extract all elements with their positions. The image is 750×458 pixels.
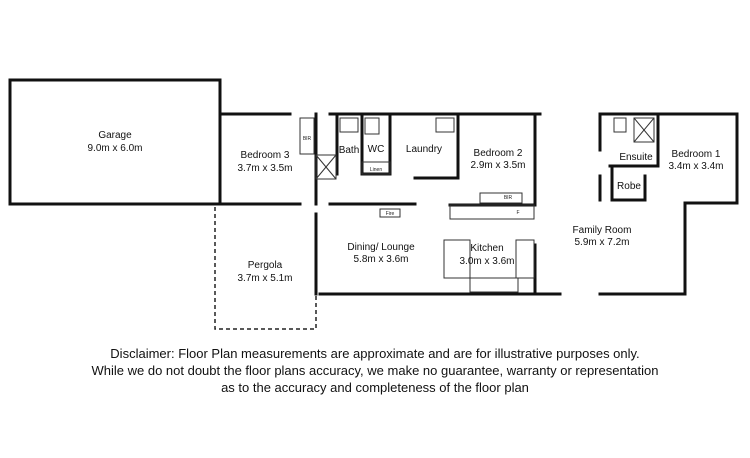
family-room-size: 5.9m x 7.2m: [574, 237, 629, 248]
bath-basin: [339, 117, 359, 133]
bir-cupboard-1: [299, 117, 315, 155]
linen-label: Linen: [370, 167, 382, 173]
garage-walls: [8, 78, 222, 206]
bedroom1-size: 3.4m x 3.4m: [668, 161, 723, 172]
fridge-label: F: [516, 210, 519, 216]
kitchen-bench-top: [449, 204, 535, 220]
dining-lounge-label: Dining/ Lounge: [347, 242, 415, 253]
bir-label-1: BIR: [303, 136, 312, 142]
kitchen-island: [443, 239, 471, 279]
bedroom2-label: Bedroom 2: [474, 148, 523, 159]
house-outline: [218, 112, 739, 296]
fixtures: [299, 117, 655, 293]
pergola-label: Pergola: [248, 260, 283, 271]
disclaimer-line-3: as to the accuracy and completeness of t…: [221, 380, 529, 395]
garage-label: Garage: [98, 130, 132, 141]
pergola-outline: [214, 207, 317, 330]
pergola-size: 3.7m x 5.1m: [237, 273, 292, 284]
disclaimer-line-2: While we do not doubt the floor plans ac…: [91, 363, 659, 378]
laundry-tub: [435, 117, 455, 133]
bir-cupboard-2: [479, 192, 523, 204]
bedroom1-label: Bedroom 1: [672, 149, 721, 160]
skylight-2: [633, 117, 655, 143]
kitchen-cooktop: [515, 239, 535, 279]
family-room-label: Family Room: [573, 225, 632, 236]
laundry-label: Laundry: [406, 144, 442, 155]
robe-label: Robe: [617, 181, 641, 192]
fire-label: Fire: [386, 211, 395, 217]
ensuite-toilet: [613, 117, 627, 133]
bedroom2-size: 2.9m x 3.5m: [470, 160, 525, 171]
kitchen-sink-bench: [469, 277, 519, 293]
wc-label: WC: [368, 144, 385, 155]
disclaimer-line-1: Disclaimer: Floor Plan measurements are …: [110, 346, 640, 361]
bir-label-2: BIR: [504, 195, 513, 201]
bath-label: Bath: [339, 145, 360, 156]
skylight-1: [315, 154, 337, 180]
kitchen-label: Kitchen: [470, 243, 503, 254]
linen-cupboard: [361, 161, 391, 175]
bedroom3-size: 3.7m x 3.5m: [237, 163, 292, 174]
kitchen-size: 3.0m x 3.6m: [459, 256, 514, 267]
bedroom3-label: Bedroom 3: [241, 150, 290, 161]
fireplace: [379, 208, 401, 218]
garage-size: 9.0m x 6.0m: [87, 143, 142, 154]
wc-toilet: [364, 117, 380, 135]
dining-lounge-size: 5.8m x 3.6m: [353, 254, 408, 265]
ensuite-label: Ensuite: [619, 152, 653, 163]
